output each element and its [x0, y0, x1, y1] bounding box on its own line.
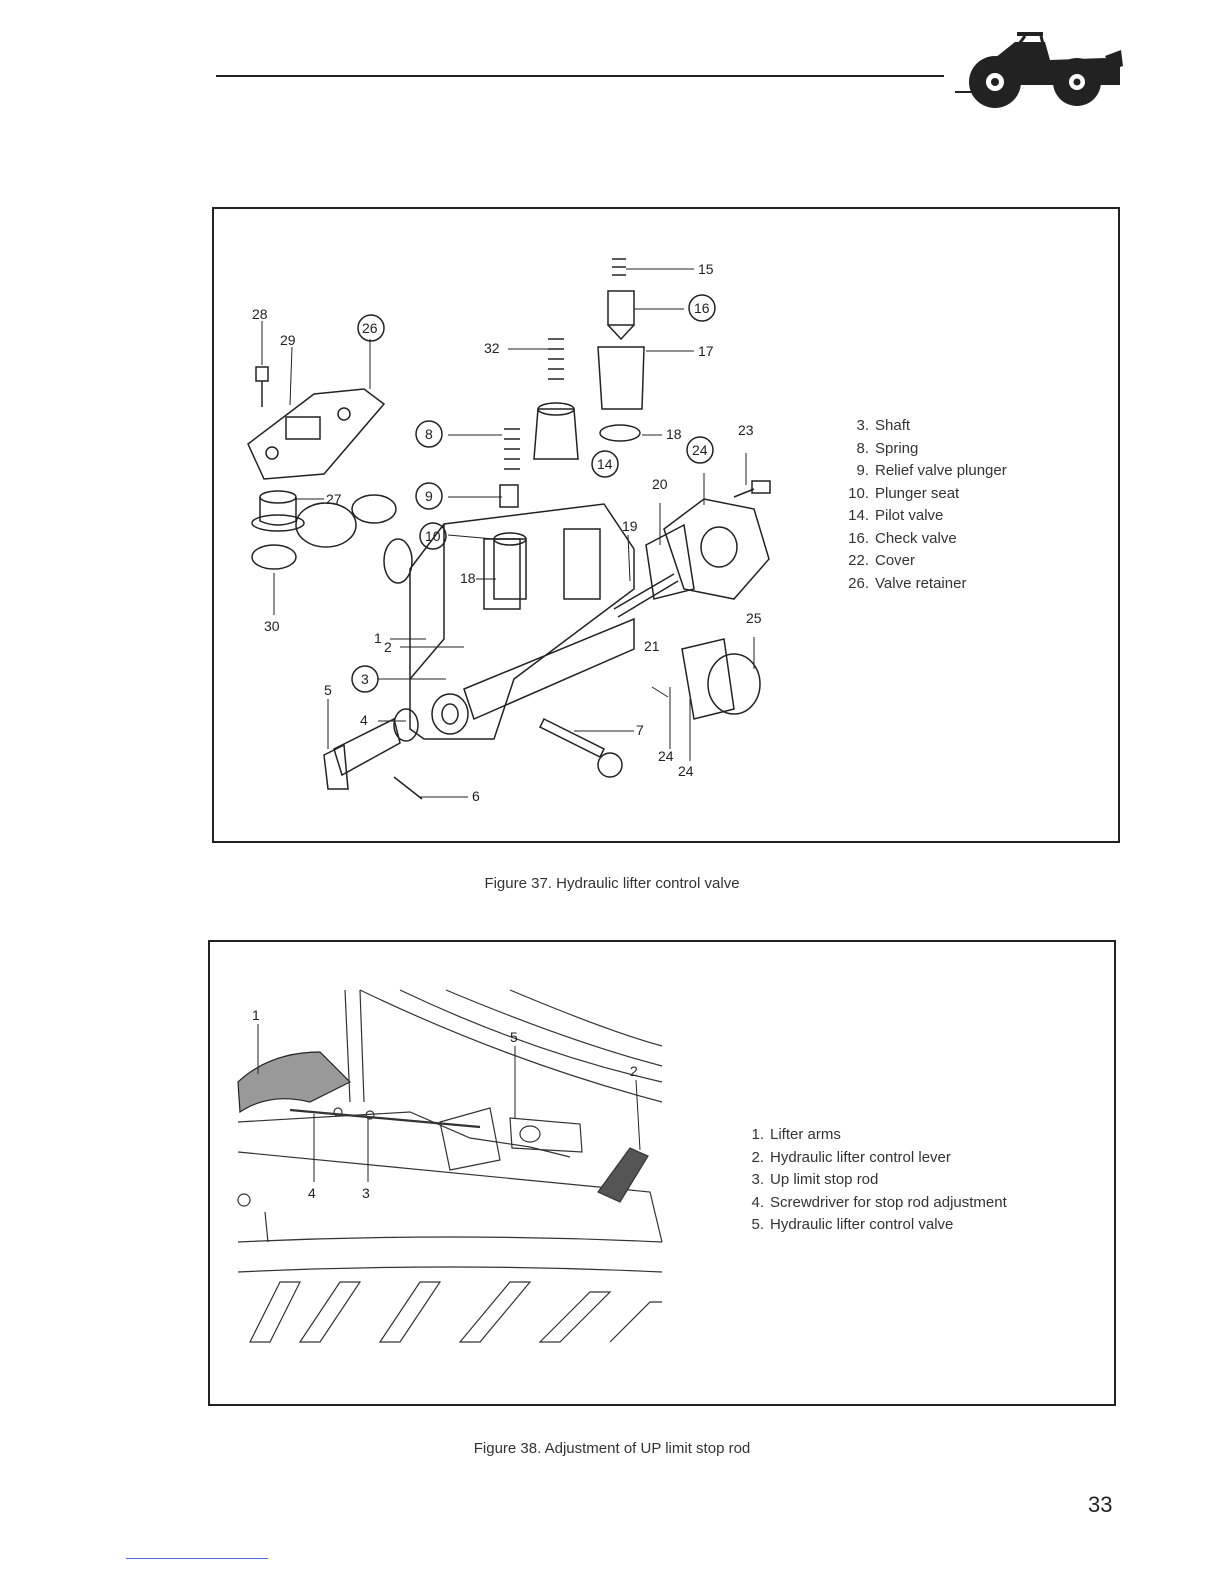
legend-item: 9. Relief valve plunger — [841, 460, 1007, 483]
legend-number: 3. — [856, 417, 869, 434]
callout-27: 27 — [326, 491, 342, 507]
callout-15: 15 — [698, 261, 714, 277]
legend-item: 14. Pilot valve — [841, 505, 1007, 528]
legend-item: 2. Hydraulic lifter control lever — [742, 1147, 1007, 1170]
tractor-logo-icon — [955, 32, 1123, 108]
legend-item: 1. Lifter arms — [742, 1124, 1007, 1147]
callout-6: 6 — [472, 788, 480, 804]
legend-label: Hydraulic lifter control valve — [770, 1216, 954, 1233]
callout-3: 3 — [362, 1185, 370, 1201]
callout-26: 26 — [362, 320, 378, 336]
callout-30: 30 — [264, 618, 280, 634]
callout-17: 17 — [698, 343, 714, 359]
figure-38-caption: Figure 38. Adjustment of UP limit stop r… — [473, 1440, 751, 1457]
callout-8: 8 — [425, 426, 433, 442]
callout-23: 23 — [738, 422, 754, 438]
legend-number: 16. — [848, 529, 869, 547]
legend-number: 22. — [848, 552, 869, 569]
callout-21: 21 — [644, 638, 660, 654]
callout-5: 5 — [324, 682, 332, 698]
legend-number: 2. — [751, 1148, 764, 1166]
callout-29: 29 — [280, 332, 296, 348]
figure-37-legend: 3.Shaft 8.Spring 9.Relief valve plunger … — [841, 415, 1007, 595]
callout-1: 1 — [374, 630, 382, 646]
callout-3: 3 — [361, 671, 369, 687]
callout-24b: 24 — [678, 763, 694, 779]
legend-label: Valve retainer — [875, 574, 967, 592]
legend-number: 26. — [848, 574, 869, 592]
legend-item: 5. Hydraulic lifter control valve — [742, 1214, 1007, 1237]
legend-label: Up limit stop rod — [770, 1171, 879, 1188]
callout-9: 9 — [425, 488, 433, 504]
callout-18a: 18 — [666, 426, 682, 442]
legend-number: 8. — [856, 439, 869, 457]
legend-label: Shaft — [875, 417, 911, 434]
callout-2: 2 — [630, 1063, 638, 1079]
legend-label: Relief valve plunger — [875, 462, 1007, 479]
legend-number: 1. — [751, 1126, 764, 1143]
legend-number: 10. — [848, 484, 869, 502]
legend-label: Hydraulic lifter control lever — [770, 1148, 951, 1166]
callout-20: 20 — [652, 476, 668, 492]
legend-label: Lifter arms — [770, 1126, 841, 1143]
callout-5: 5 — [510, 1029, 518, 1045]
callout-4: 4 — [360, 712, 368, 728]
legend-item: 16. Check valve — [841, 528, 1007, 551]
header-rule — [216, 75, 944, 77]
legend-label: Plunger seat — [875, 484, 960, 502]
callout-28: 28 — [252, 306, 268, 322]
callout-22: 24 — [692, 442, 708, 458]
figure-37-frame: 15 16 17 32 26 28 29 8 14 18 24 23 9 20 … — [212, 207, 1120, 843]
callout-10: 10 — [425, 528, 441, 544]
legend-number: 3. — [751, 1171, 764, 1188]
legend-number: 9. — [856, 462, 869, 479]
footer-rule — [126, 1558, 268, 1559]
legend-item: 3. Up limit stop rod — [742, 1169, 1007, 1192]
legend-item: 3. Shaft — [841, 415, 1007, 438]
legend-label: Spring — [875, 439, 919, 457]
page-number: 33 — [1088, 1492, 1113, 1517]
callout-4: 4 — [308, 1185, 316, 1201]
figure-37-exploded-diagram: 15 16 17 32 26 28 29 8 14 18 24 23 9 20 … — [247, 258, 771, 804]
callout-2: 2 — [384, 639, 392, 655]
callout-18b: 18 — [460, 570, 476, 586]
callout-16: 16 — [694, 300, 710, 316]
figure-38-legend: 1. Lifter arms 2. Hydraulic lifter control… — [742, 1124, 1007, 1237]
callout-19: 19 — [622, 518, 638, 534]
legend-label: Screwdriver for stop rod adjustment — [770, 1193, 1007, 1211]
legend-number: 5. — [751, 1216, 764, 1233]
legend-label: Pilot valve — [875, 507, 944, 524]
figure-38-frame: 1 5 2 4 3 1. Lifter arms 2. Hydraulic lift… — [208, 940, 1116, 1406]
legend-label: Check valve — [875, 529, 957, 547]
figure-38-photo-illustration: 1 5 2 4 3 — [237, 989, 663, 1343]
callout-7: 7 — [636, 722, 644, 738]
callout-24a: 24 — [658, 748, 674, 764]
legend-item: 10. Plunger seat — [841, 483, 1007, 506]
legend-item: 4. Screwdriver for stop rod adjustment — [742, 1192, 1007, 1215]
legend-item: 26. Valve retainer — [841, 573, 1007, 596]
legend-item: 22. Cover — [841, 550, 1007, 573]
callout-14: 14 — [597, 456, 613, 472]
figure-37-caption: Figure 37. Hydraulic lifter control valv… — [484, 875, 740, 892]
legend-number: 4. — [751, 1193, 764, 1211]
callout-1: 1 — [252, 1007, 260, 1023]
legend-label: Cover — [875, 552, 916, 569]
callout-32: 32 — [484, 340, 500, 356]
legend-number: 14. — [848, 507, 869, 524]
callout-25: 25 — [746, 610, 762, 626]
legend-item: 8. Spring — [841, 438, 1007, 461]
